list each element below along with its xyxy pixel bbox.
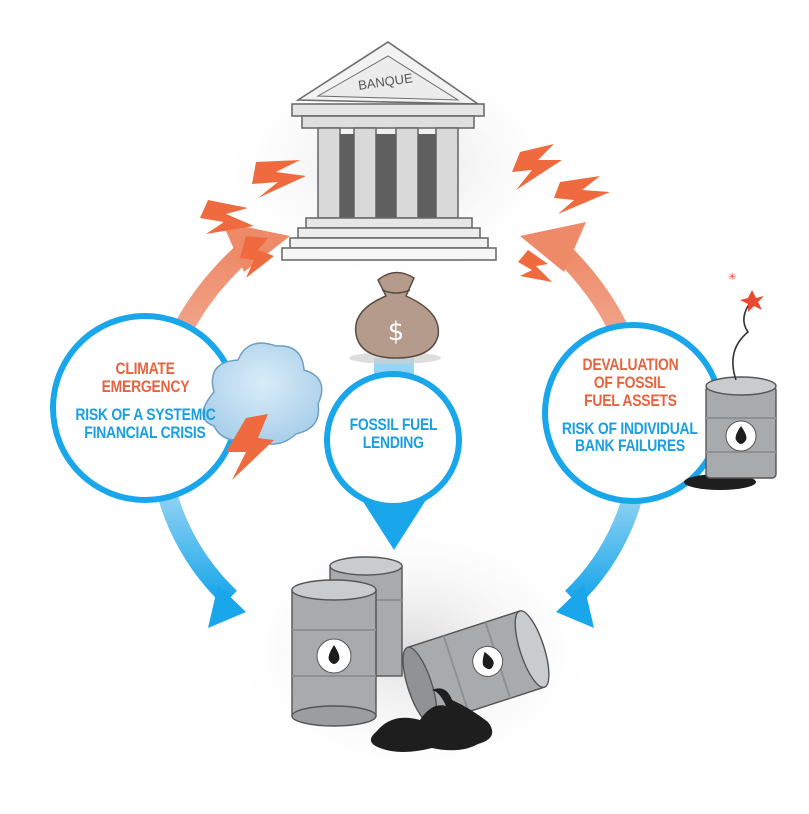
left-node-blue-line-2: FINANCIAL CRISIS (84, 422, 206, 442)
right-node-orange-line-3: FUEL ASSETS (583, 390, 677, 410)
oil-barrel-icon (291, 556, 550, 752)
left-node-text: CLIMATE EMERGENCY RISK OF A SYSTEMIC FIN… (53, 360, 237, 441)
cloud-lightning (226, 414, 274, 480)
center-node-circle (324, 371, 462, 509)
bomb-icon: ✳ (684, 272, 777, 490)
center-node-line-2: LENDING (362, 432, 424, 452)
left-node-orange-line-1: CLIMATE (115, 359, 175, 378)
right-node-blue-line-1: RISK OF INDIVIDUAL (562, 418, 698, 438)
svg-text:$: $ (388, 317, 405, 347)
cloud-icon (202, 342, 323, 480)
oil-drop-icon (735, 426, 747, 444)
left-tail-notch (208, 585, 246, 628)
right-node-text: DEVALUATION OF FOSSIL FUEL ASSETS RISK O… (545, 356, 715, 455)
left-node-blue-line-1: RISK OF A SYSTEMIC (74, 404, 216, 424)
right-node-blue-line-2: BANK FAILURES (575, 436, 685, 456)
oil-spill (370, 688, 493, 752)
right-tail-notch (556, 585, 594, 628)
left-node-orange-line-2: EMERGENCY (101, 376, 189, 396)
money-bag-icon: $ (349, 271, 441, 364)
right-arrowhead (520, 222, 586, 272)
svg-text:✳: ✳ (728, 272, 736, 283)
bank-icon (281, 41, 497, 261)
right-node-orange-line-1: DEVALUATION (582, 355, 678, 374)
lightning-bolt-icon (200, 144, 610, 282)
right-node-orange-line-2: OF FOSSIL (594, 372, 666, 392)
center-node-text: FOSSIL FUEL LENDING (333, 416, 453, 452)
center-node-line-1: FOSSIL FUEL (349, 415, 437, 434)
